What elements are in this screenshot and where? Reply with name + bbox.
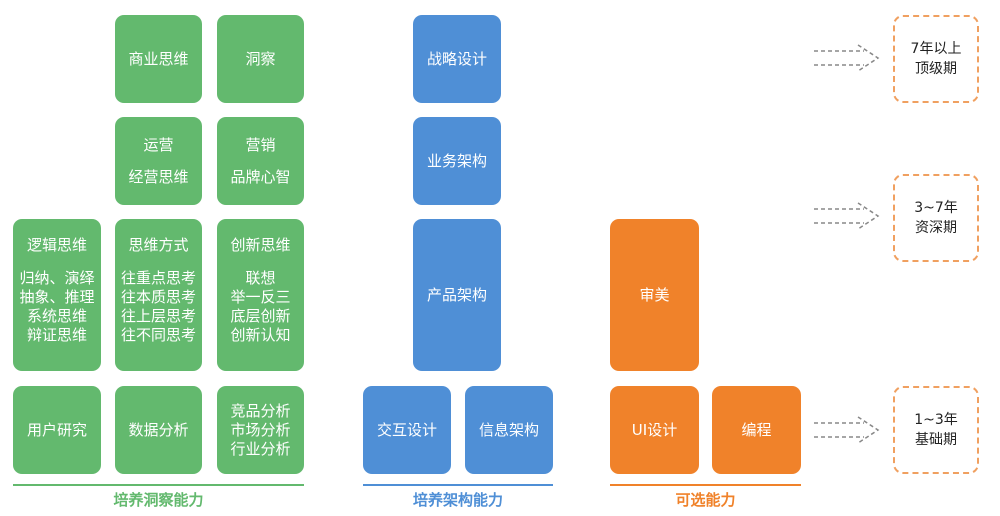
innovation-item: 创新认知 xyxy=(230,326,291,344)
stage-name: 基础期 xyxy=(915,432,957,448)
dashed-arrow-icon xyxy=(814,44,880,72)
operations-title: 运营 xyxy=(143,136,174,154)
stage-name: 顶级期 xyxy=(915,61,957,77)
competitive-item: 竞品分析 xyxy=(230,401,291,420)
architecture-baseline xyxy=(363,484,553,486)
business-thinking-box: 商业思维 xyxy=(115,15,202,103)
programming-box: 编程 xyxy=(712,386,801,474)
stage-years: 7年以上 xyxy=(910,41,962,57)
logic-thinking-title: 逻辑思维 xyxy=(26,236,87,254)
dashed-arrow-icon xyxy=(814,202,880,230)
logic-thinking-box: 逻辑思维 归纳、演绎 抽象、推理 系统思维 辩证思维 xyxy=(13,219,101,371)
thinking-style-box: 思维方式 往重点思考 往本质思考 往上层思考 往不同思考 xyxy=(115,219,202,371)
business-architecture-box: 业务架构 xyxy=(413,117,501,205)
information-architecture-box: 信息架构 xyxy=(465,386,553,474)
logic-item: 系统思维 xyxy=(26,307,87,325)
stage-years: 3~7年 xyxy=(914,200,958,216)
logic-item: 辩证思维 xyxy=(26,326,87,344)
product-architecture-box: 产品架构 xyxy=(413,219,501,371)
competitive-item: 市场分析 xyxy=(230,420,291,439)
stage-senior: 3~7年 资深期 xyxy=(893,174,979,262)
operations-sub: 经营思维 xyxy=(128,168,189,186)
logic-item: 归纳、演绎 xyxy=(19,269,95,287)
insight-baseline xyxy=(13,484,304,486)
optional-baseline xyxy=(610,484,801,486)
interaction-design-box: 交互设计 xyxy=(363,386,451,474)
marketing-box: 营销 品牌心智 xyxy=(217,117,304,205)
thinking-style-title: 思维方式 xyxy=(128,236,189,254)
competitive-item: 行业分析 xyxy=(230,439,291,458)
optional-label: 可选能力 xyxy=(675,491,736,509)
stage-name: 资深期 xyxy=(915,220,957,236)
operations-box: 运营 经营思维 xyxy=(115,117,202,205)
dashed-arrow-icon xyxy=(814,416,880,444)
innovation-thinking-box: 创新思维 联想 举一反三 底层创新 创新认知 xyxy=(217,219,304,371)
logic-item: 抽象、推理 xyxy=(19,288,95,306)
thinking-style-item: 往不同思考 xyxy=(120,326,196,344)
user-research-box: 用户研究 xyxy=(13,386,101,474)
innovation-item: 举一反三 xyxy=(230,288,291,306)
thinking-style-item: 往本质思考 xyxy=(120,288,196,306)
innovation-item: 联想 xyxy=(245,269,276,287)
architecture-label: 培养架构能力 xyxy=(412,491,503,509)
insight-label: 培养洞察能力 xyxy=(113,491,204,509)
thinking-style-item: 往重点思考 xyxy=(120,269,196,287)
strategy-design-box: 战略设计 xyxy=(413,15,501,103)
ui-design-box: UI设计 xyxy=(610,386,699,474)
marketing-sub: 品牌心智 xyxy=(230,168,291,186)
competitive-analysis-box: 竞品分析 市场分析 行业分析 xyxy=(217,386,304,474)
insight-box: 洞察 xyxy=(217,15,304,103)
stage-senior-top: 7年以上 顶级期 xyxy=(893,15,979,103)
innovation-title: 创新思维 xyxy=(230,236,291,254)
stage-basic: 1~3年 基础期 xyxy=(893,386,979,474)
stage-years: 1~3年 xyxy=(914,412,958,428)
aesthetics-box: 审美 xyxy=(610,219,699,371)
innovation-item: 底层创新 xyxy=(230,307,291,325)
marketing-title: 营销 xyxy=(245,136,276,154)
data-analysis-box: 数据分析 xyxy=(115,386,202,474)
thinking-style-item: 往上层思考 xyxy=(120,307,196,325)
